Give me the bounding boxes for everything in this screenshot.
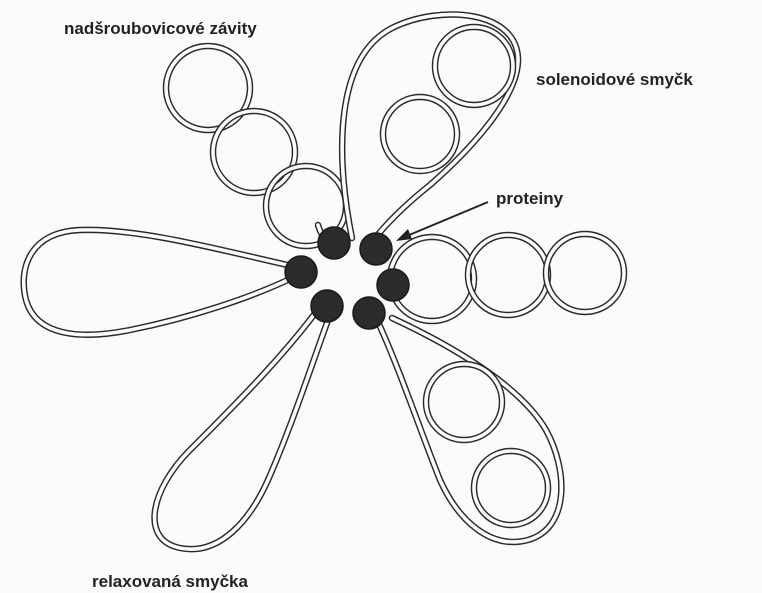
protein-3	[285, 256, 317, 288]
solenoid-coil-top-1	[435, 27, 513, 105]
supercoil-chain-right	[390, 234, 624, 321]
solenoid-coil-bottom-2	[474, 451, 548, 525]
supercoiled-loop	[166, 46, 346, 246]
label-proteins: proteiny	[496, 189, 564, 208]
protein-core	[285, 227, 409, 329]
solenoid-loop-top	[342, 14, 518, 242]
relaxed-loop-bottom	[155, 312, 328, 549]
relaxed-loop-left	[24, 230, 292, 335]
supercoil-ring-2	[213, 111, 295, 193]
protein-1	[318, 227, 350, 259]
supercoil-right-ring-3	[546, 234, 624, 312]
protein-5	[311, 290, 343, 322]
solenoid-coil-top-2	[383, 97, 457, 171]
label-solenoid-loop: solenoidové smyčk	[536, 70, 693, 89]
label-relaxed-loop: relaxovaná smyčka	[92, 572, 248, 591]
protein-4	[377, 269, 409, 301]
protein-6	[353, 297, 385, 329]
solenoid-loop-bottom	[378, 318, 561, 542]
protein-2	[360, 233, 392, 265]
label-supercoils: nadšroubovicové závity	[64, 19, 257, 38]
solenoid-coil-bottom-1	[426, 364, 502, 440]
supercoil-right-ring-2	[468, 235, 548, 315]
